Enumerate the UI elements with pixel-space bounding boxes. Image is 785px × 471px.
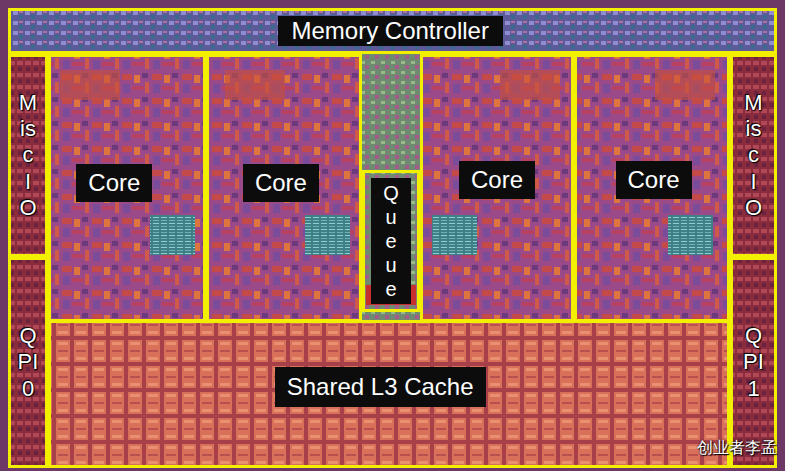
die-region: Core bbox=[48, 54, 206, 322]
die-region: Core bbox=[206, 54, 362, 322]
region-label: Queue bbox=[371, 178, 411, 304]
die-region: Misc IO bbox=[730, 54, 777, 257]
region-label: Misc IO bbox=[743, 90, 765, 222]
region-label: QPI 1 bbox=[743, 323, 765, 402]
region-label: Core bbox=[459, 161, 535, 199]
die-region: Core bbox=[574, 54, 730, 322]
die-region: Shared L3 Cache bbox=[48, 320, 730, 468]
label-holder: 创业者李孟 bbox=[697, 438, 777, 459]
region-label: Core bbox=[243, 164, 319, 202]
region-label: Memory Controller bbox=[278, 16, 503, 46]
region-label: Core bbox=[616, 161, 692, 199]
die-region: QPI 0 bbox=[8, 257, 48, 468]
die-region: Memory Controller bbox=[8, 8, 777, 54]
region-label: Shared L3 Cache bbox=[275, 367, 486, 407]
watermark: 创业者李孟 bbox=[697, 438, 777, 459]
die-region: Core bbox=[420, 54, 574, 322]
region-label: Misc IO bbox=[17, 90, 39, 222]
region-label: Core bbox=[76, 164, 152, 202]
region-label: QPI 0 bbox=[17, 323, 39, 402]
die-region: Misc IO bbox=[8, 54, 48, 257]
die-region: Queue bbox=[362, 170, 420, 312]
die-region: QPI 1 bbox=[730, 257, 777, 468]
